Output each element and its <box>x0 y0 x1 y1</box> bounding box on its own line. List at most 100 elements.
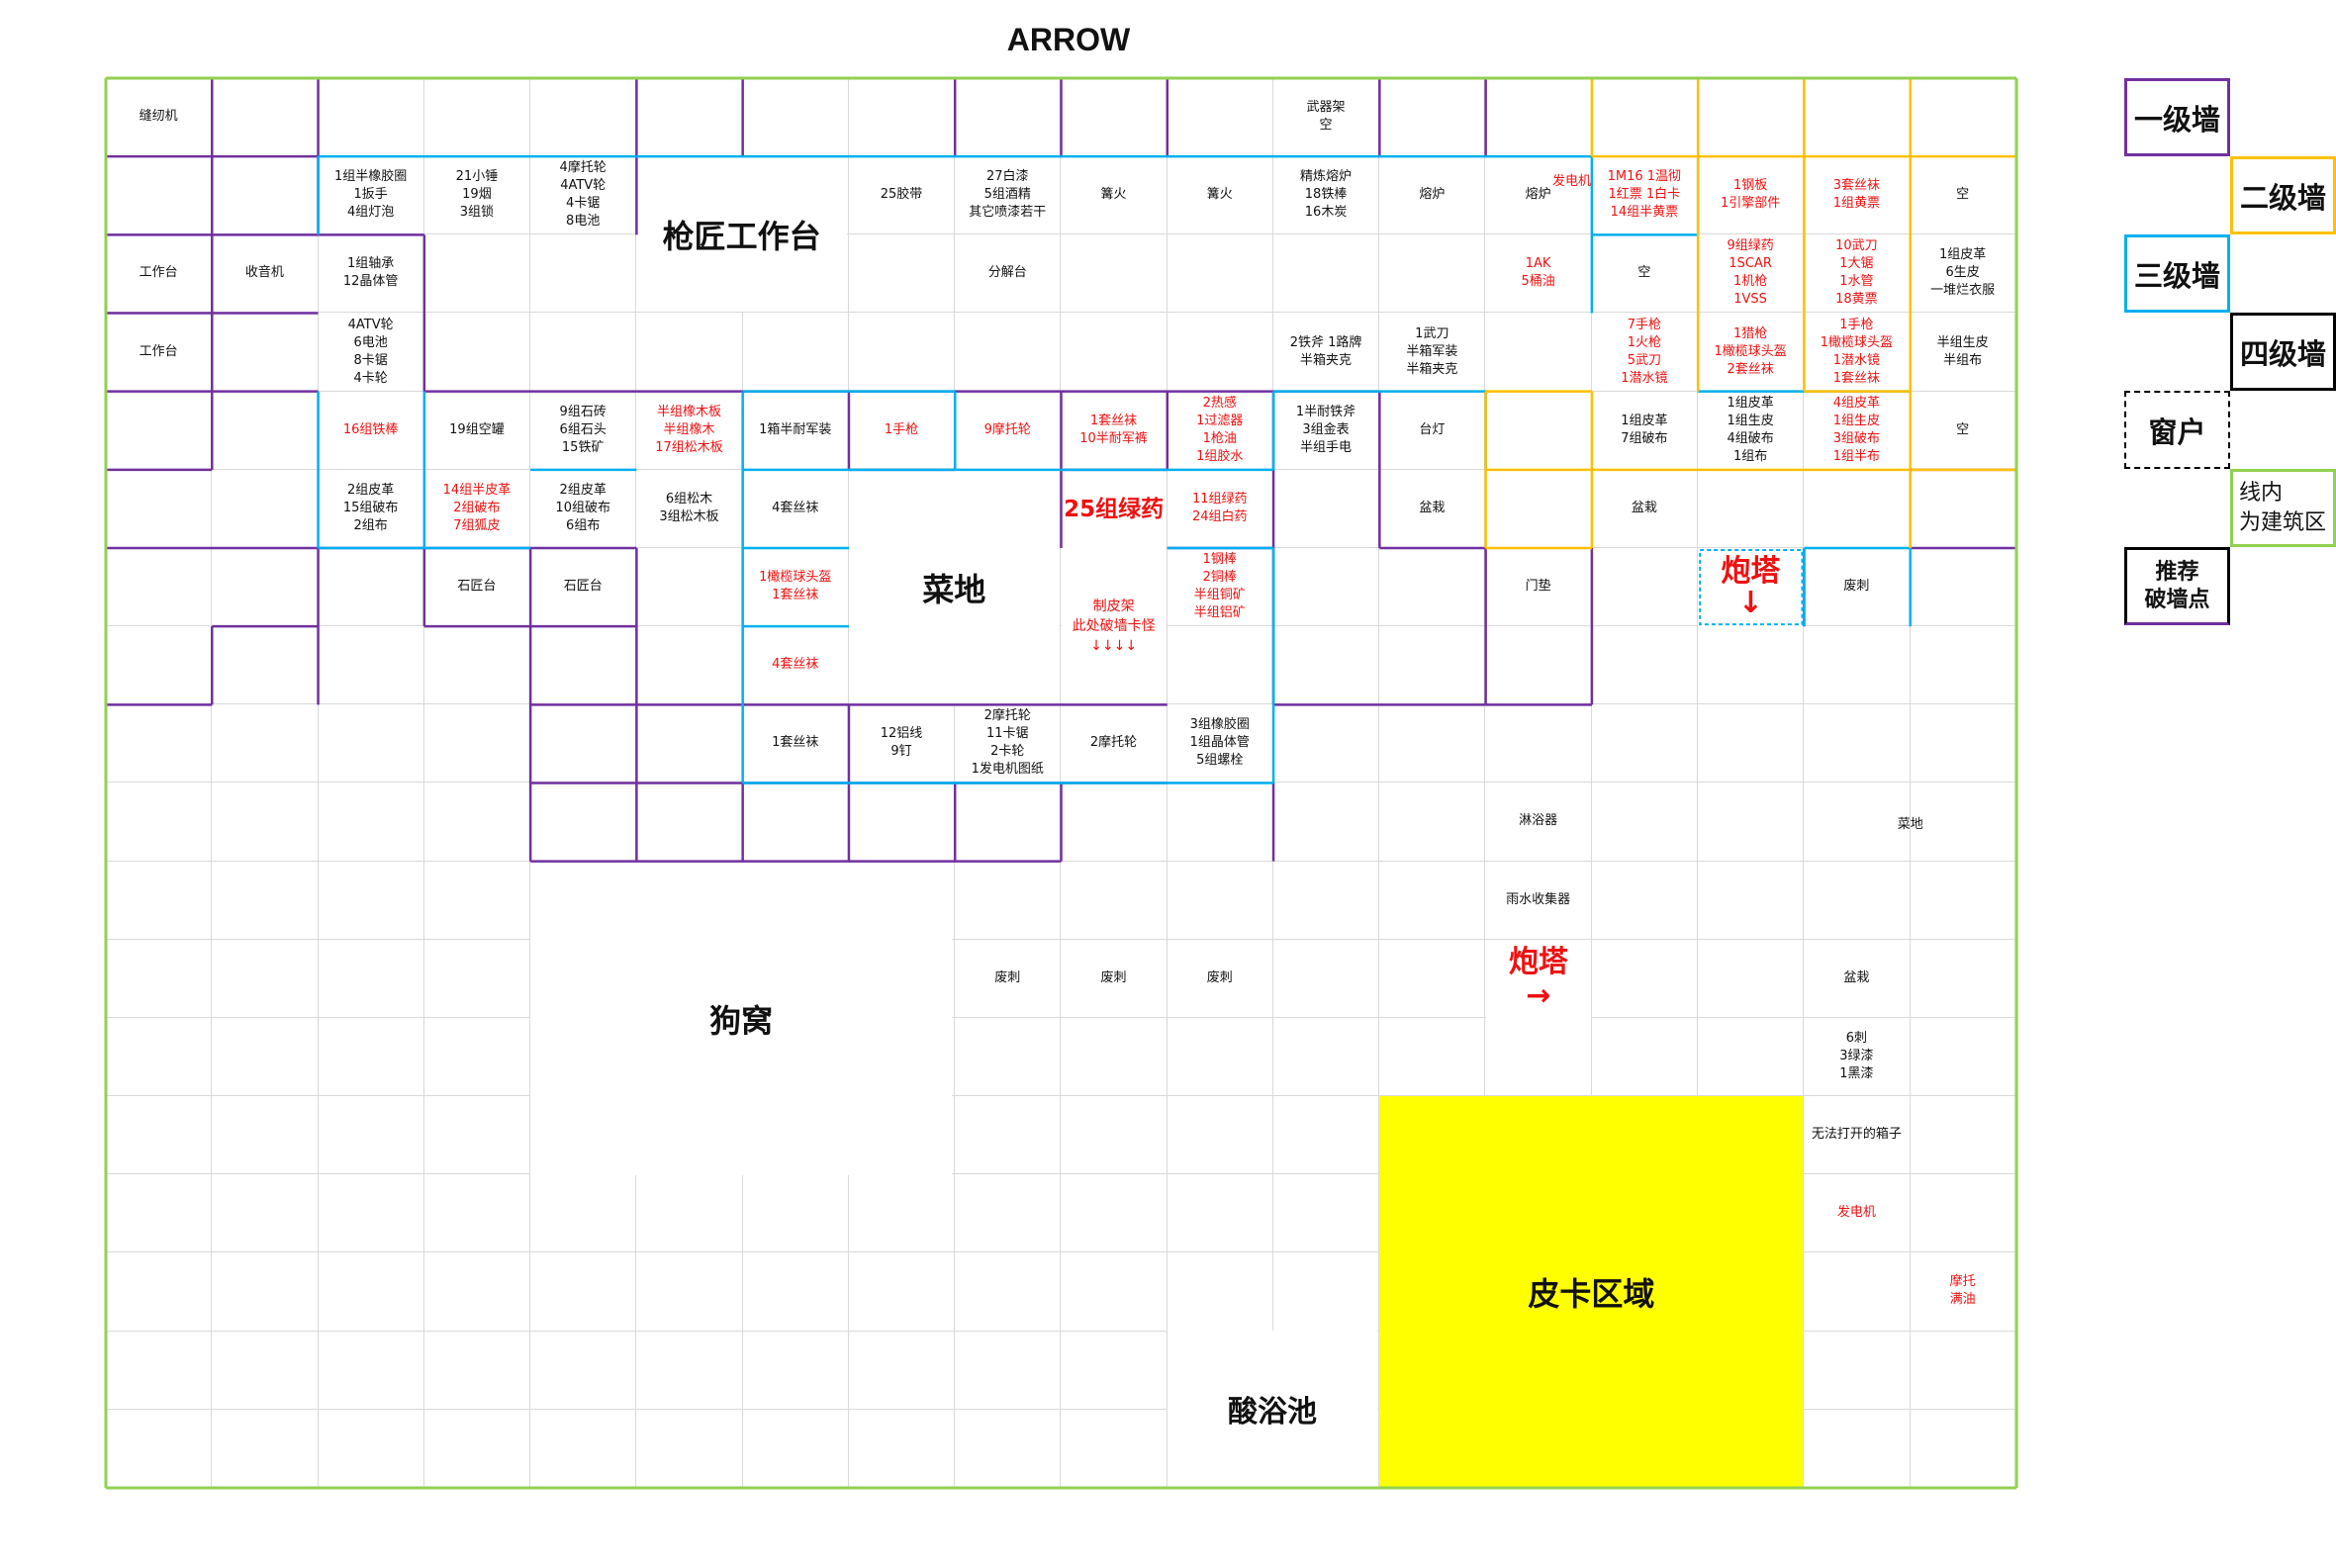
grid-cell <box>1485 78 1592 157</box>
grid-cell <box>212 469 319 548</box>
grid-cell <box>1061 1331 1168 1410</box>
grid-cell <box>318 1331 424 1410</box>
grid-cell <box>1910 78 2016 157</box>
grid-cell: 21小锤 19烟 3组锁 <box>423 156 531 235</box>
grid-cell <box>1697 704 1805 784</box>
grid-cell <box>530 1331 637 1410</box>
grid-cell: 空 <box>1591 234 1698 314</box>
grid-cell: 精炼熔炉 18铁棒 16木炭 <box>1272 156 1380 235</box>
grid-cell <box>1167 626 1273 705</box>
grid-cell <box>1591 704 1698 784</box>
grid-cell <box>955 1331 1062 1410</box>
grid-cell: 2组皮革 15组破布 2组布 <box>318 469 424 548</box>
grid-cell <box>1167 1096 1273 1175</box>
grid-cell <box>1485 313 1592 392</box>
grid-cell: 1组半橡胶圈 1扳手 4组灯泡 <box>318 156 424 235</box>
grid-cell <box>848 1331 956 1410</box>
grid-cell <box>318 1096 424 1175</box>
grid-cell <box>1379 78 1486 157</box>
grid-cell: 2摩托轮 <box>1061 704 1168 784</box>
grid-cell <box>636 1252 743 1332</box>
grid-cell: 淋浴器 <box>1485 783 1592 862</box>
grid-cell: 25胶带 <box>848 156 956 235</box>
grid-cell: 盆栽 <box>1379 469 1486 548</box>
grid-cell: 2摩托轮 11卡锯 2卡轮 1发电机图纸 <box>955 704 1062 784</box>
pickup-truck-zone: 皮卡区域 <box>1379 1096 1804 1488</box>
grid-cell <box>1910 1331 2016 1410</box>
grid-cell <box>106 783 213 862</box>
grid-cell <box>530 704 637 784</box>
grid-cell: 2热感 1过滤器 1枪油 1组胶水 <box>1167 391 1273 470</box>
grid-cell: 1组皮革 1组生皮 4组破布 1组布 <box>1697 391 1805 470</box>
grid-cell: 武器架 空 <box>1272 78 1380 157</box>
grid-cell <box>530 1174 637 1253</box>
grid-cell: 篝火 <box>1061 156 1168 235</box>
grid-cell <box>1379 626 1486 705</box>
grid-cell <box>1272 939 1380 1018</box>
grid-cell <box>636 704 743 784</box>
grid-cell <box>1485 704 1592 784</box>
grid-cell <box>318 939 424 1018</box>
legend-build-area: 线内 为建筑区 <box>2230 469 2336 547</box>
grid-cell <box>318 547 424 627</box>
grid-cell <box>1379 1017 1486 1097</box>
grid-cell <box>1167 861 1273 940</box>
grid-cell: 半组生皮 半组布 <box>1910 313 2016 392</box>
grid-cell <box>1272 861 1380 940</box>
grid-cell <box>1379 939 1486 1018</box>
grid-cell <box>955 1017 1062 1097</box>
grid-cell <box>1697 1017 1805 1097</box>
grid-cell <box>636 783 743 862</box>
grid-cell <box>423 234 531 314</box>
grid-cell: 1猎枪 1橄榄球头盔 2套丝袜 <box>1697 313 1805 392</box>
turret-mid-label: 炮塔 → <box>1485 940 1591 1018</box>
grid-cell <box>636 313 743 392</box>
grid-cell <box>423 1331 531 1410</box>
grid-cell <box>1910 1096 2016 1175</box>
grid-cell <box>106 1096 213 1175</box>
grid-cell <box>106 1017 213 1097</box>
grid-cell <box>848 313 956 392</box>
grid-cell: 1钢板 1引擎部件 <box>1697 156 1805 235</box>
grid-cell: 4组皮革 1组生皮 3组破布 1组半布 <box>1804 391 1911 470</box>
grid-cell <box>530 1252 637 1332</box>
grid-cell <box>106 547 213 627</box>
grid-cell <box>212 704 319 784</box>
legend-wall1: 一级墙 <box>2124 78 2230 156</box>
grid-cell: 10武刀 1大锯 1水管 18黄票 <box>1804 234 1911 314</box>
grid-cell: 1手枪 <box>848 391 956 470</box>
grid-cell <box>318 1017 424 1097</box>
grid-cell <box>1804 704 1911 784</box>
grid-cell <box>1591 626 1698 705</box>
grid-cell <box>742 78 849 157</box>
grid-cell: 废刺 <box>1167 939 1273 1018</box>
grid-cell <box>955 1174 1062 1253</box>
grid-cell: 摩托 满油 <box>1910 1252 2016 1332</box>
grid-cell: 1武刀 半箱军装 半箱夹克 <box>1379 313 1486 392</box>
grid-cell <box>212 313 319 392</box>
grid-cell <box>1061 1174 1168 1253</box>
grid-cell: 熔炉 <box>1379 156 1486 235</box>
grid-cell: 盆栽 <box>1591 469 1698 548</box>
sheet-title: ARROW <box>1006 22 1131 57</box>
grid-cell <box>1272 626 1380 705</box>
grid-cell: 缝纫机 <box>106 78 213 157</box>
grid-cell <box>955 78 1062 157</box>
grid-cell <box>106 1331 213 1410</box>
grid-cell <box>106 156 213 235</box>
grid-cell <box>1591 861 1698 940</box>
grid-cell: 废刺 <box>1061 939 1168 1018</box>
grid-cell: 1手枪 1橄榄球头盔 1潜水镜 1套丝袜 <box>1804 313 1911 392</box>
grid-cell <box>1167 1174 1273 1253</box>
grid-cell <box>742 234 849 314</box>
grid-cell <box>212 1252 319 1332</box>
grid-cell: 收音机 <box>212 234 319 314</box>
grid-cell: 空 <box>1910 156 2016 235</box>
grid-cell <box>1272 1174 1380 1253</box>
grid-cell <box>1061 1017 1168 1097</box>
grid-cell <box>1910 626 2016 705</box>
grid-cell <box>636 78 743 157</box>
grid-cell <box>423 1017 531 1097</box>
grid-cell <box>1272 1252 1380 1332</box>
grid-cell <box>742 1331 849 1410</box>
